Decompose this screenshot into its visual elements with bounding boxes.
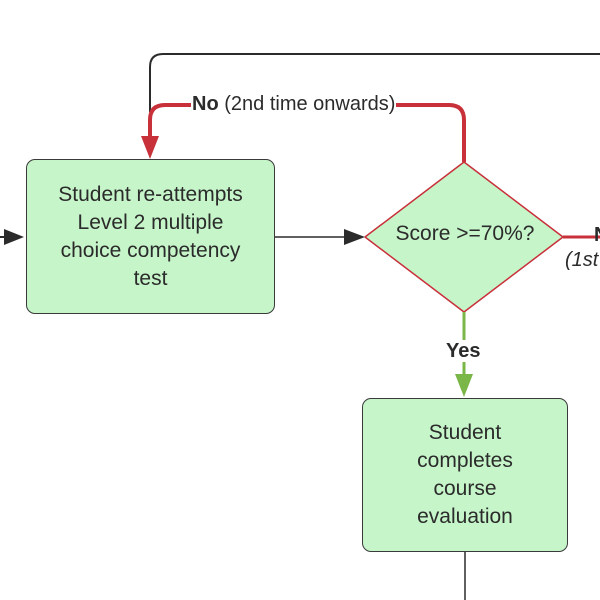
no-right-sublabel: (1st bbox=[565, 249, 599, 271]
incoming-left-arrowhead bbox=[4, 229, 24, 245]
reattempt-line-4: test bbox=[133, 266, 168, 290]
reattempt-line-1: Student re-attempts bbox=[58, 182, 243, 206]
evaluation-line-4: evaluation bbox=[417, 505, 513, 528]
no-right-label: N bbox=[594, 224, 600, 246]
evaluation-line-2: completes bbox=[417, 449, 513, 472]
no-loop-arrowhead bbox=[141, 136, 159, 159]
decision-label: Score >=70%? bbox=[395, 222, 535, 245]
evaluation-line-1: Student bbox=[428, 421, 502, 444]
yes-label: Yes bbox=[444, 340, 483, 362]
no-loop-label-bold: No bbox=[192, 93, 219, 115]
evaluation-line-3: course bbox=[433, 477, 497, 500]
box-to-decision-arrowhead bbox=[344, 229, 365, 245]
reattempt-line-3: choice competency bbox=[60, 238, 241, 262]
course-evaluation-box: Student completes course evaluation bbox=[362, 398, 568, 552]
no-loop-label-rest: (2nd time onwards) bbox=[224, 93, 396, 115]
yes-arrowhead bbox=[455, 374, 473, 397]
reattempt-line-2: Level 2 multiple bbox=[77, 210, 224, 234]
loop-return-line bbox=[149, 53, 600, 112]
no-loop-label: No (2nd time onwards) bbox=[191, 93, 397, 115]
reattempt-test-box: Student re-attempts Level 2 multiple cho… bbox=[26, 159, 275, 314]
